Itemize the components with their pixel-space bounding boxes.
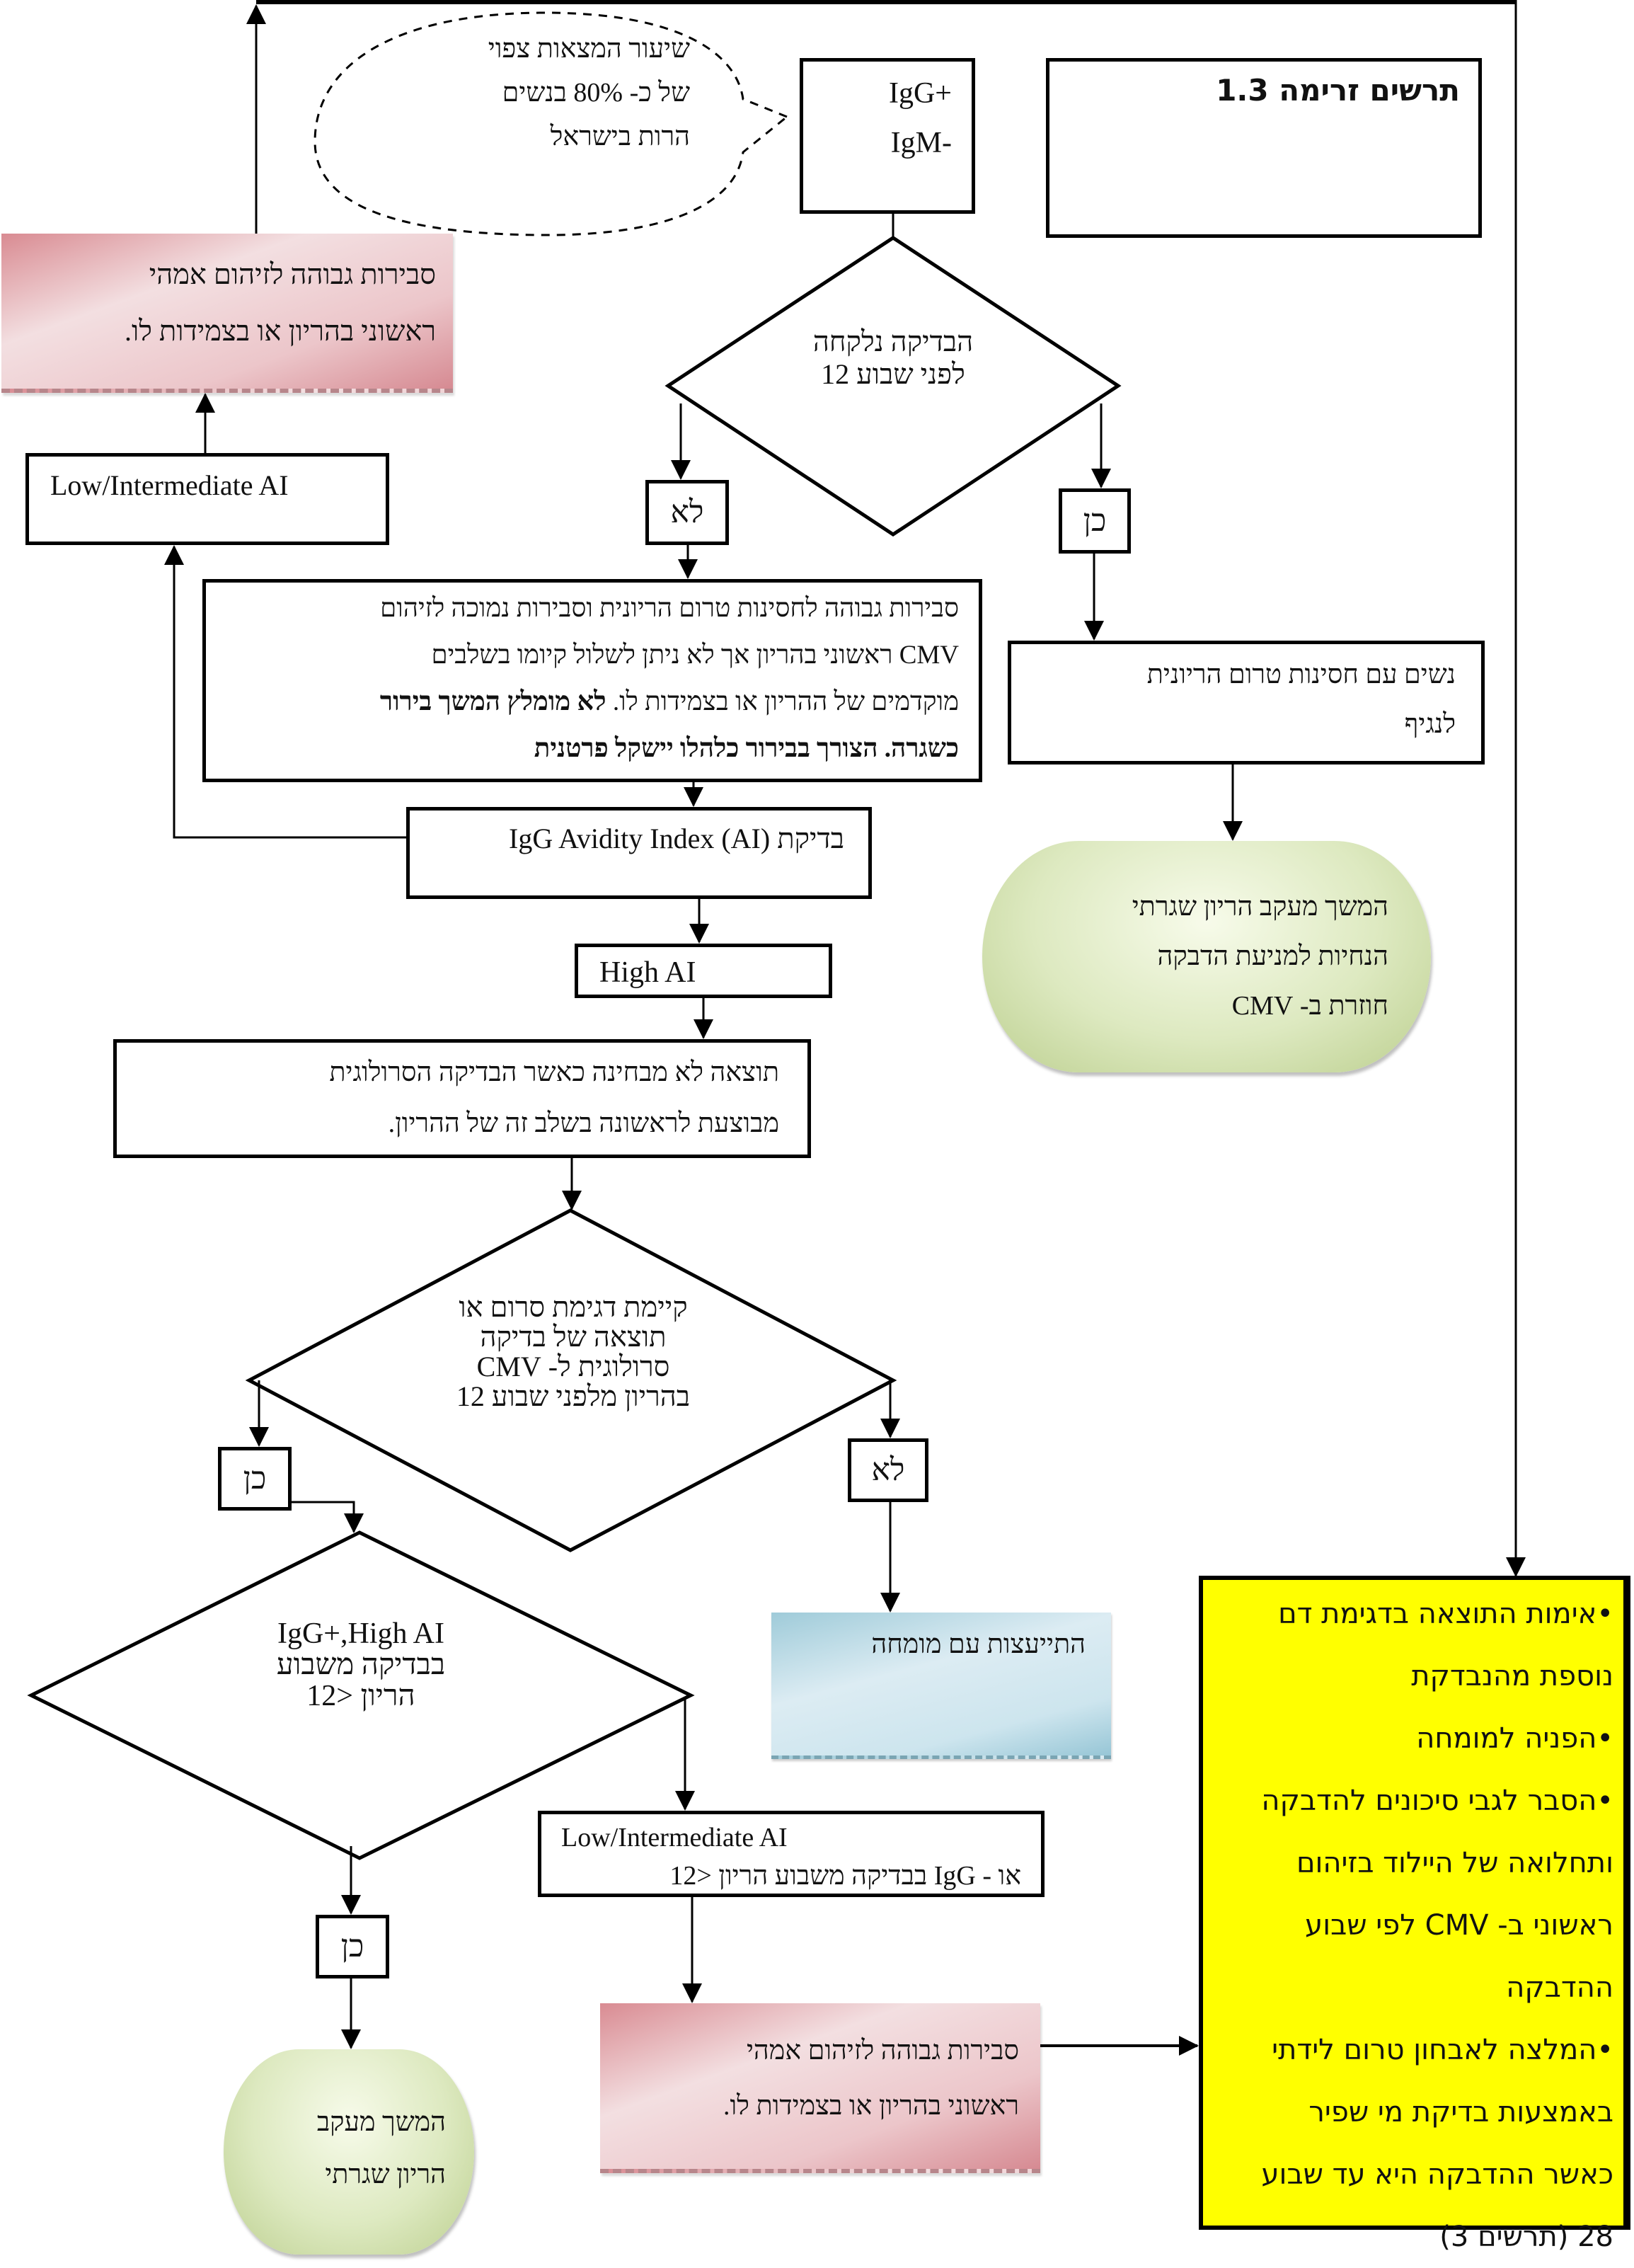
routine-followup-top: המשך מעקב הריון שגרתי הנחיות למניעת הדבק… [982,841,1431,1072]
non-discriminating-result-box: תוצאה לא מבחינה כאשר הבדיקה הסרולוגית מב… [113,1039,811,1158]
decision-3-line: בבדיקה משבוע [276,1649,446,1681]
action-item: •הסבר לגבי סיכונים להדבקה [1261,1785,1613,1817]
callout-line: של כ- 80% בנשים [502,78,690,108]
action-item: •אימות התוצאה בדגימת דם [1278,1598,1613,1630]
decision-2-line: בהריון מלפני שבוע 12 [456,1380,691,1412]
action-item: ותחלואה של היילוד בזיהום [1296,1847,1613,1879]
flowchart-title: תרשים זרימה 1.3 [1216,73,1460,108]
immune-line: לנגיף [1404,709,1456,739]
decision-3-label: IgG+,High AI בבדיקה משבוע הריון <12 [234,1618,488,1712]
immune-women-box: נשים עם חסינות טרום הריונית לנגיף [1008,641,1485,764]
start-line-igm: IgM- [890,127,952,159]
routine-line: המשך מעקב [316,2107,446,2137]
immunity-line: מוקדמים של ההריון או בצמידות לו. לא מומל… [379,687,959,716]
action-item: •הפניה למומחה [1416,1722,1613,1755]
action-item: ההדבקה [1506,1971,1613,2004]
recommended-actions-box: •אימות התוצאה בדגימת דם נוספת מהנבדקת •ה… [1199,1576,1628,2253]
decision-2-line: סרולוגית ל- CMV [476,1351,670,1382]
high-ai-box: High AI [575,944,832,998]
start-line-igg: IgG+ [888,77,952,110]
routine-line: חוזרת ב- CMV [1231,991,1388,1021]
no-label: לא [871,1453,905,1487]
routine-followup-bottom: המשך מעקב הריון שגרתי [224,2049,474,2255]
avidity-label: בדיקת IgG Avidity Index (AI) [509,823,844,854]
title-box: תרשים זרימה 1.3 [1046,58,1482,238]
callout-bubble [313,11,789,236]
result-line: מבוצעת לראשונה בשלב זה של ההריון. [388,1109,779,1138]
not-recommended-text: לא מומלץ המשך בירור [379,687,606,716]
decision-1-shape [664,236,1122,537]
immune-line: נשים עם חסינות טרום הריונית [1146,660,1456,689]
decision-1-label: הבדיקה נלקחה לפני שבוע 12 [752,326,1035,391]
avidity-test-box: בדיקת IgG Avidity Index (AI) [406,807,872,899]
start-box: IgG+ IgM- [800,58,975,214]
decision-1-line: לפני שבוע 12 [821,358,965,390]
decision-3-line: IgG+,High AI [277,1617,444,1650]
action-item: •המלצה לאבחון טרום לידתי [1272,2034,1613,2066]
high-risk-box-top: סבירות גבוהה לזיהום אמהי ראשוני בהריון א… [1,234,453,393]
yes-label: כן [1083,503,1107,538]
action-item: כאשר ההדבקה היא עד שבוע [1261,2158,1614,2191]
routine-line: המשך מעקב הריון שגרתי [1132,892,1388,922]
decision-1-line: הבדיקה נלקחה [812,326,974,357]
decision-1-no: לא [645,480,729,545]
result-line: תוצאה לא מבחינה כאשר הבדיקה הסרולוגית [329,1058,779,1087]
routine-line: הריון שגרתי [325,2160,446,2189]
risk-line: סבירות גבוהה לזיהום אמהי [746,2036,1019,2066]
decision-2-line: קיימת דגימת סרום או [459,1291,688,1323]
low-int-label: Low/Intermediate AI [561,1823,788,1852]
consult-label: התייעצות עם מומחה [871,1630,1086,1659]
low-int-ai-box-top: Low/Intermediate AI [25,453,389,545]
decision-2-label: קיימת דגימת סרום או תוצאה של בדיקה סרולו… [410,1293,736,1411]
high-ai-label: High AI [599,956,696,989]
action-item: ראשוני ב- CMV לפי שבוע [1305,1909,1613,1942]
risk-line: ראשוני בהריון או בצמידות לו. [723,2091,1019,2121]
decision-2-no: לא [848,1438,928,1502]
decision-3-yes: כן [316,1915,389,1978]
action-item: 28 (תרשים 3) [1439,2221,1613,2253]
risk-line: סבירות גבוהה לזיהום אמהי [149,258,436,290]
igg-week-label: או - IgG בבדיקה משבוע הריון <12 [669,1861,1021,1891]
routine-line: הנחיות למניעת הדבקה [1157,941,1388,971]
yes-label: כן [243,1461,267,1496]
high-risk-box-bottom: סבירות גבוהה לזיהום אמהי ראשוני בהריון א… [600,2003,1040,2173]
risk-line: ראשוני בהריון או בצמידות לו. [124,315,436,347]
callout-text: שיעור המצאות צפוי של כ- 80% בנשים הרות ב… [368,27,690,159]
no-label: לא [670,495,704,529]
yes-label: כן [340,1929,364,1964]
expert-consultation-box: התייעצות עם מומחה [771,1613,1111,1759]
low-int-ai-box-bottom: Low/Intermediate AI או - IgG בבדיקה משבו… [538,1811,1045,1897]
pre-pregnancy-immunity-box: סבירות גבוהה לחסינות טרום הריונית וסבירו… [202,579,982,782]
action-item: נוספת מהנבדקת [1411,1660,1613,1693]
individual-consideration-text: כשגרה. הצורך בבירור כלהלו יישקל פרטנית [534,734,959,763]
decision-1-yes: כן [1059,488,1131,554]
immunity-line: סבירות גבוהה לחסינות טרום הריונית וסבירו… [380,594,959,623]
decision-2-yes: כן [218,1447,292,1511]
decision-2-line: תוצאה של בדיקה [480,1321,667,1353]
decision-3-line: הריון <12 [306,1680,415,1712]
low-int-label: Low/Intermediate AI [50,469,289,501]
callout-line: הרות בישראל [550,122,690,151]
immunity-line: CMV ראשוני בהריון אך לא ניתן לשלול קיומו… [431,641,959,670]
action-item: באמצעות בדיקת מי שפיר [1308,2096,1613,2129]
callout-line: שיעור המצאות צפוי [488,34,690,64]
